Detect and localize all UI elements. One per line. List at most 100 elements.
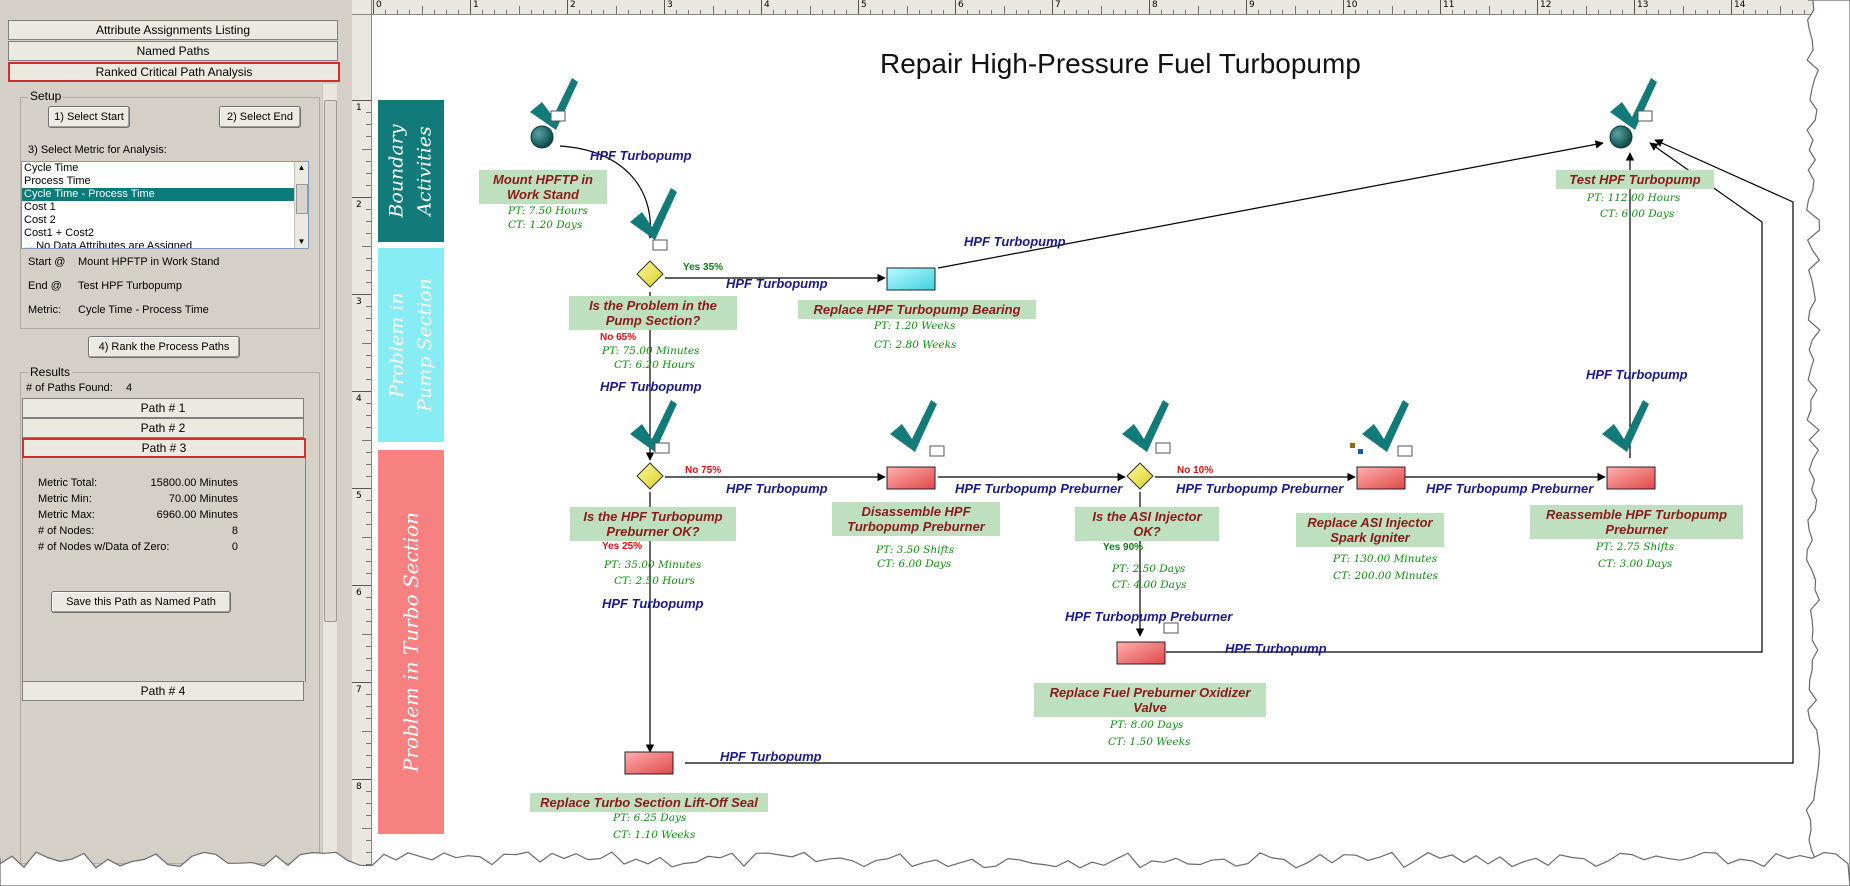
ruler-minor-tick [366,863,371,865]
ruler-minor-tick [366,718,371,720]
ruler-minor-tick [518,6,520,14]
ruler-minor-tick [1694,10,1696,14]
node-q-pump-title[interactable]: Is the Problem in the Pump Section? [569,296,737,330]
ruler-tick-label: 3 [667,0,673,10]
tab-ranked-critical-path[interactable]: Ranked Critical Path Analysis [8,62,340,82]
ruler-tick [352,294,371,295]
metric-option-selected[interactable]: Cycle Time - Process Time [22,188,308,201]
ruler-tick [352,100,371,101]
ruler-tick [567,0,568,14]
node-bearing-title[interactable]: Replace HPF Turbopump Bearing [798,300,1036,319]
results-label: Results [28,365,73,379]
ruler-tick-label: 9 [1249,0,1255,10]
ruler-minor-tick [366,851,371,853]
checkmark-icon [630,188,677,240]
ruler-minor-tick [362,342,371,344]
ruler-minor-tick [797,10,799,14]
ruler-minor-tick [1161,10,1163,14]
decision-diamond [636,462,664,490]
ruler-minor-tick [397,10,399,14]
ruler-minor-tick [366,694,371,696]
ruler-minor-tick [1221,10,1223,14]
zero-nodes-label: # of Nodes w/Data of Zero: [38,541,170,553]
node-seal-pt: PT: 6.25 Days [613,812,687,824]
ruler-minor-tick [712,6,714,14]
metric-list-scrollbar[interactable]: ▲ ▼ [294,162,308,248]
node-q-asi-ct: CT: 4.00 Days [1112,579,1187,591]
path-4-row[interactable]: Path # 4 [22,681,304,701]
metric-option[interactable]: Cycle Time [24,162,79,174]
ruler-tick-label: 6 [356,588,362,598]
path-1-row[interactable]: Path # 1 [22,398,304,418]
ruler-minor-tick [1597,10,1599,14]
ruler-minor-tick [724,10,726,14]
ruler-minor-tick [366,815,371,817]
node-q-preburner-title[interactable]: Is the HPF Turbopump Preburner OK? [570,507,736,541]
ruler-minor-tick [1015,10,1017,14]
metric-option[interactable]: Cost1 + Cost2 [24,227,95,239]
ruler-minor-tick [639,10,641,14]
node-disassemble-pt: PT: 3.50 Shifts [876,544,955,556]
diagram-canvas[interactable] [372,15,1850,886]
node-reassemble-title[interactable]: Reassemble HPF Turbopump Preburner [1530,505,1743,539]
metric-listbox[interactable]: Cycle Time Process Time Cycle Time - Pro… [21,161,309,249]
ruler-minor-tick [433,10,435,14]
edge-bearing-to-test [937,140,1604,269]
metric-option[interactable]: ... No Data Attributes are Assigned [24,240,193,249]
metric-option[interactable]: Cost 1 [24,201,56,213]
save-path-button[interactable]: Save this Path as Named Path [51,591,231,613]
node-disassemble-title[interactable]: Disassemble HPF Turbopump Preburner [832,502,1000,536]
select-end-button[interactable]: 2) Select End [219,106,301,128]
ruler-minor-tick [366,354,371,356]
end-value: Test HPF Turbopump [78,280,182,292]
ruler-minor-tick [506,10,508,14]
ruler-minor-tick [676,10,678,14]
ruler-minor-tick [542,10,544,14]
node-test-title[interactable]: Test HPF Turbopump [1556,170,1714,189]
node-mount-title[interactable]: Mount HPFTP in Work Stand [479,170,607,204]
ruler-minor-tick [366,160,371,162]
ruler-minor-tick [821,10,823,14]
node-igniter-title[interactable]: Replace ASI Injector Spark Igniter [1296,513,1444,547]
node-oxidizer-title[interactable]: Replace Fuel Preburner Oxidizer Valve [1034,683,1266,717]
ruler-tick [352,488,371,489]
ruler-minor-tick [1124,10,1126,14]
ruler-minor-tick [362,148,371,150]
node-seal-ct: CT: 1.10 Weeks [613,829,696,841]
rank-paths-button[interactable]: 4) Rank the Process Paths [88,336,240,358]
metric-option[interactable]: Cost 2 [24,214,56,226]
ruler-minor-tick [366,281,371,283]
ruler-minor-tick [366,257,371,259]
path-3-row[interactable]: Path # 3 [22,438,306,458]
tab-attribute-assignments[interactable]: Attribute Assignments Listing [8,20,338,40]
ruler-minor-tick [366,221,371,223]
ruler-minor-tick [1197,6,1199,14]
ruler-tick-label: 7 [1055,0,1061,10]
panel-scroll-thumb[interactable] [324,100,337,622]
zero-nodes-value: 0 [231,541,238,553]
node-q-asi-title[interactable]: Is the ASI Injector OK? [1075,507,1219,541]
q-preburner-no: No 75% [685,465,722,476]
select-start-button[interactable]: 1) Select Start [48,106,130,128]
task-box-oxidizer [1116,641,1166,665]
ruler-minor-tick [366,657,371,659]
ruler-tick [1343,0,1344,14]
ruler-tick-label: 11 [1443,0,1455,10]
path-2-row[interactable]: Path # 2 [22,418,304,438]
ruler-tick [664,0,665,14]
metric-option[interactable]: Process Time [24,175,91,187]
checkmark-icon [1362,400,1409,452]
ruler-minor-tick [1003,6,1005,14]
ruler-tick-label: 1 [356,103,362,113]
scroll-thumb[interactable] [296,184,308,214]
scroll-up-icon[interactable]: ▲ [297,163,306,172]
edge-label: HPF Turbopump [726,481,828,496]
node-mount-pt: PT: 7.50 Hours [508,205,588,217]
node-seal-title[interactable]: Replace Turbo Section Lift-Off Seal [530,793,768,812]
node-bearing-ct: CT: 2.80 Weeks [874,339,957,351]
scroll-down-icon[interactable]: ▼ [297,237,306,246]
ruler-minor-tick [366,306,371,308]
tab-named-paths[interactable]: Named Paths [8,41,338,61]
book-icon [654,442,670,454]
